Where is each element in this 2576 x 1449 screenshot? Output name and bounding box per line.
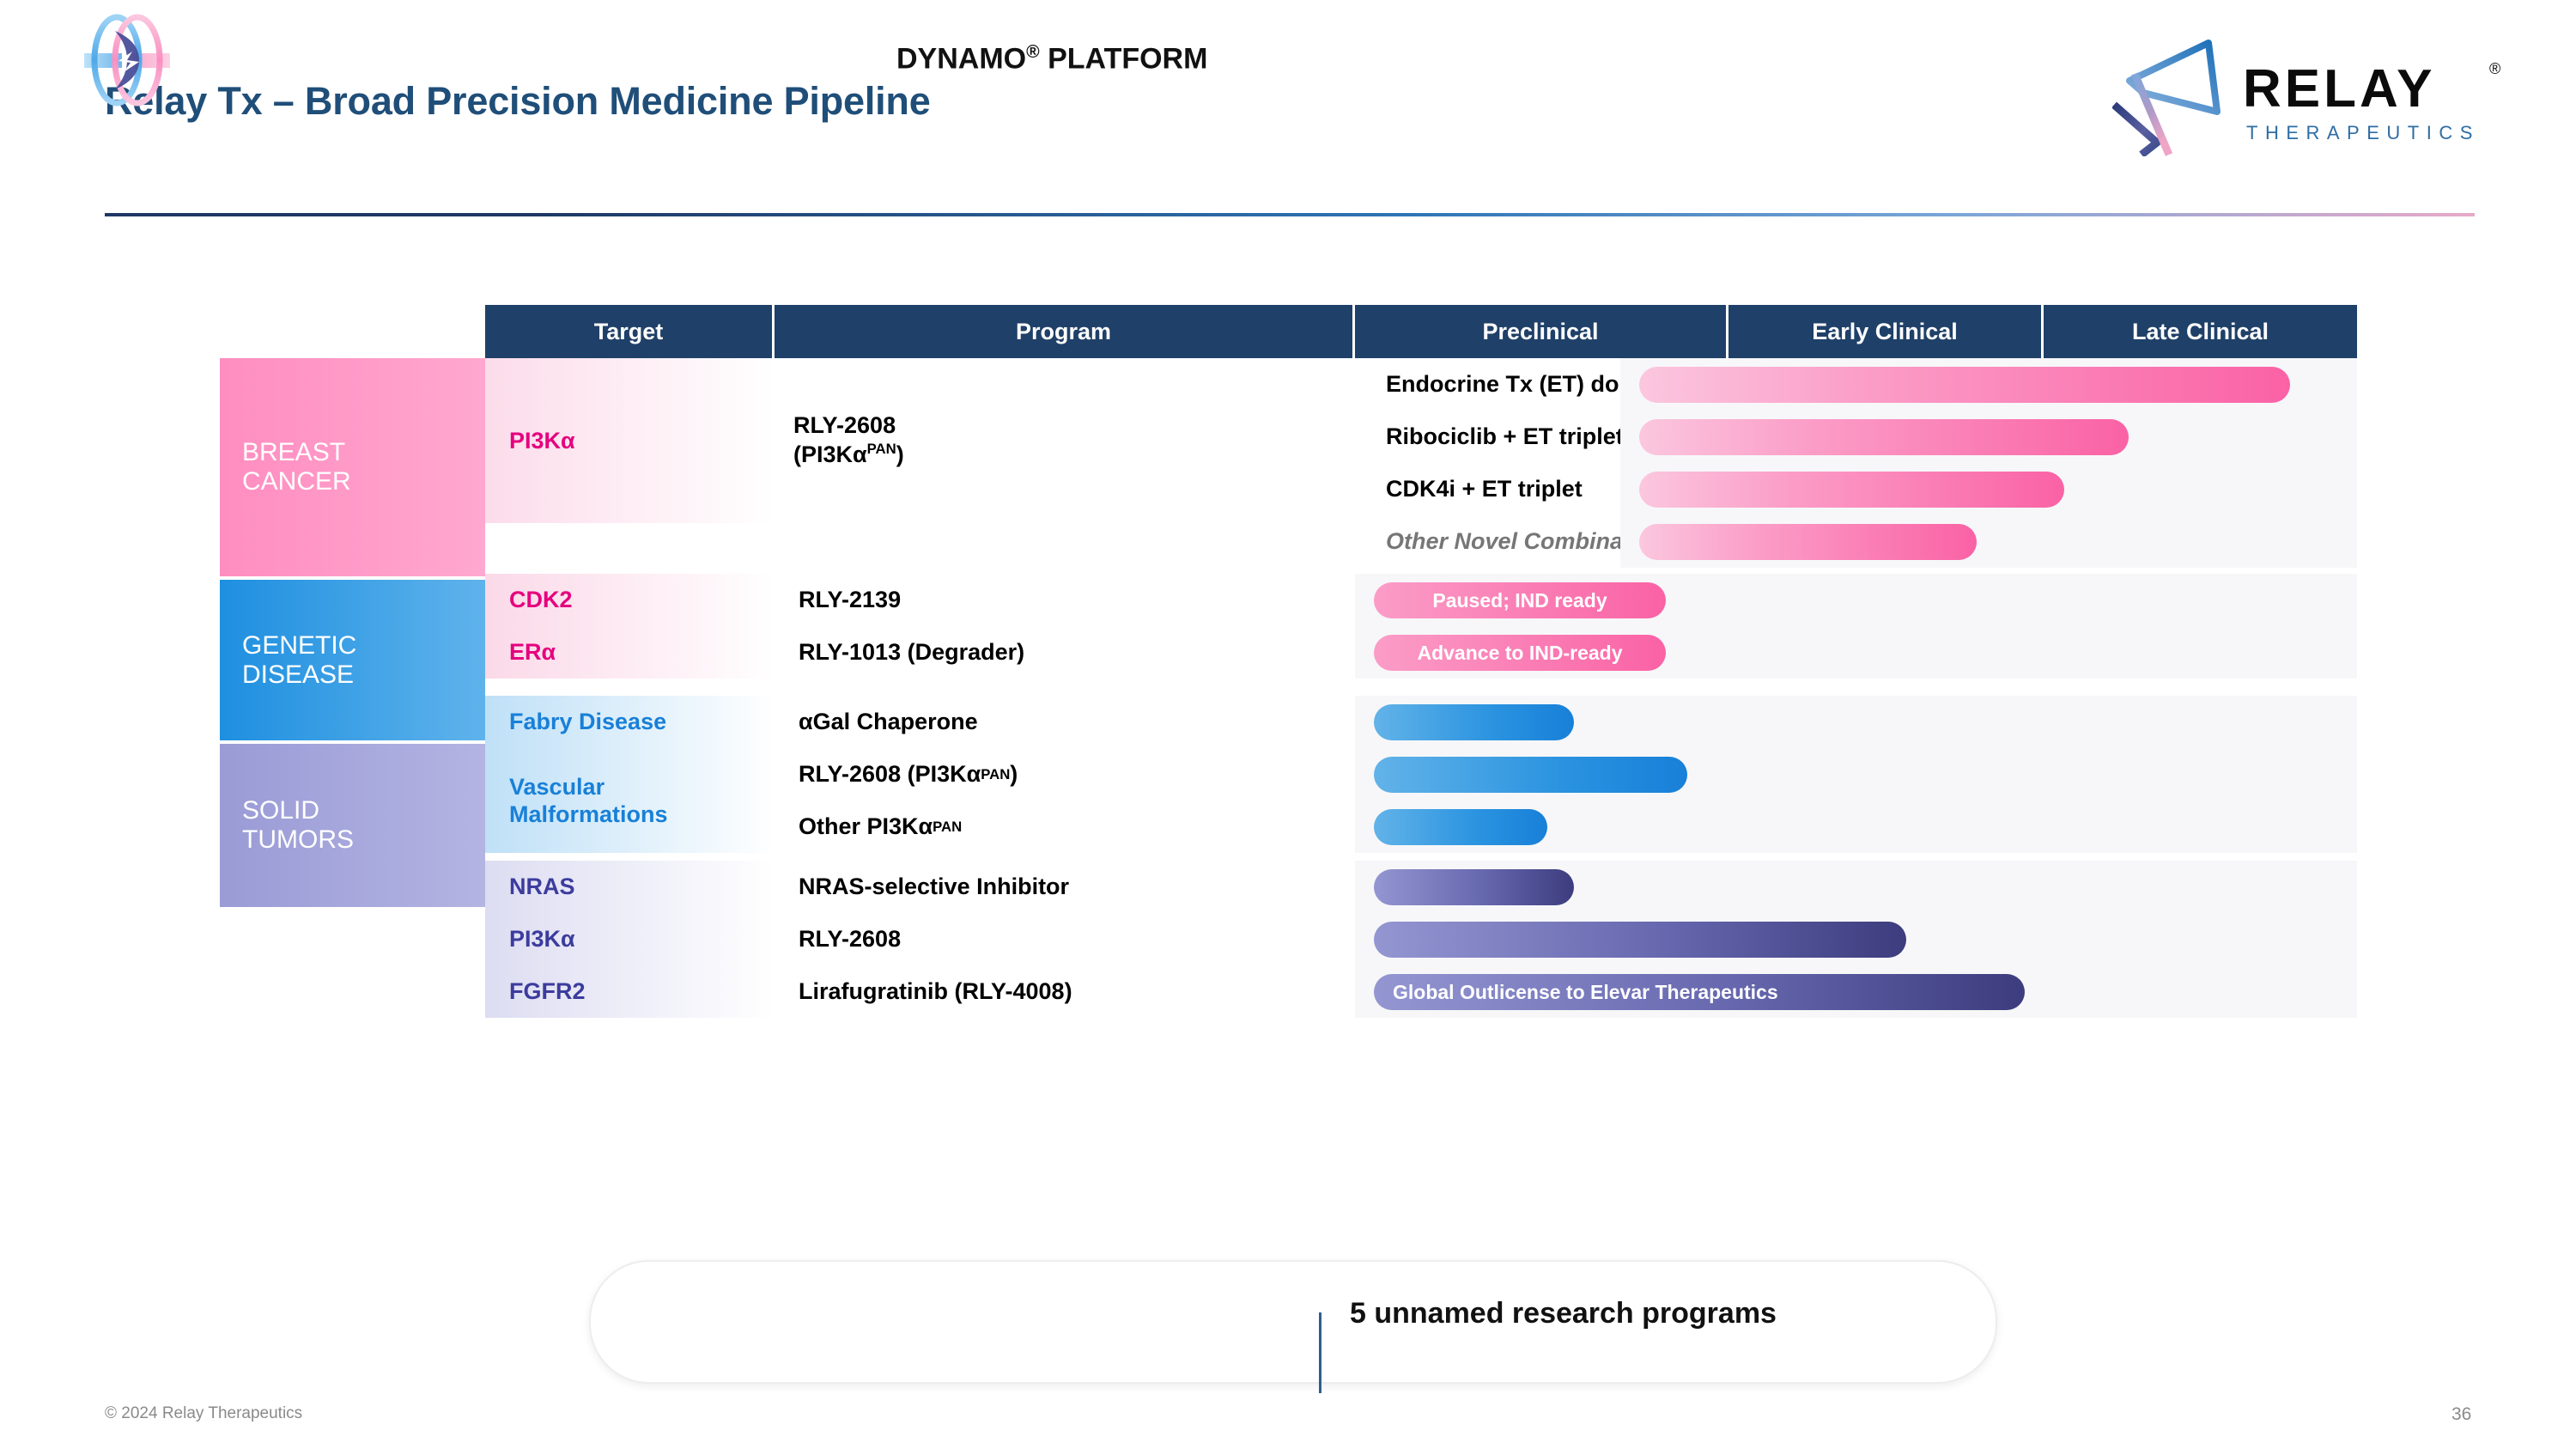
- pipeline-table: Target Program Preclinical Early Clinica…: [220, 305, 2357, 1182]
- status-badge-fgfr2: Global Outlicense to Elevar Therapeutics: [1374, 974, 2025, 1010]
- table-row-pi3ka-solid: PI3Kα RLY-2608: [485, 913, 2357, 965]
- table-header-row: Target Program Preclinical Early Clinica…: [485, 305, 2357, 358]
- bar-pi3ka-solid: [1374, 922, 1906, 958]
- bar-ribociclib-triplet: [1639, 419, 2129, 455]
- stage-track-et-doublet: [1620, 358, 2357, 411]
- stage-track-other-novel-combinations: [1620, 515, 2357, 568]
- column-header-early-clinical: Early Clinical: [1728, 305, 2044, 358]
- table-row-nras: NRAS NRAS-selective Inhibitor: [485, 861, 2357, 913]
- target-label-fabry: Fabry Disease: [485, 696, 775, 748]
- column-header-target: Target: [485, 305, 775, 358]
- table-row-cdk2: CDK2 RLY-2139 Paused; IND ready: [485, 574, 2357, 626]
- program-label-lirafugratinib: Lirafugratinib (RLY-4008): [775, 965, 1355, 1018]
- table-row-et-doublet: Endocrine Tx (ET) doublet: [485, 358, 2357, 411]
- column-header-program: Program: [775, 305, 1355, 358]
- stage-track-fgfr2: Global Outlicense to Elevar Therapeutics: [1355, 965, 2357, 1018]
- table-row-era: ERα RLY-1013 (Degrader) Advance to IND-r…: [485, 626, 2357, 679]
- program-label-agal-chaperone: αGal Chaperone: [775, 696, 1355, 748]
- bar-vascular-rly2608: [1374, 757, 1687, 793]
- dynamo-subtitle: 5 unnamed research programs: [1350, 1297, 1777, 1330]
- program-cell-rly2608-breast: RLY-2608 (PI3KαPAN): [775, 358, 1090, 523]
- target-label-cdk2: CDK2: [485, 574, 775, 626]
- bar-nras: [1374, 869, 1574, 905]
- bar-fabry: [1374, 704, 1574, 740]
- logo-svg: RELAY ® THERAPEUTICS: [2112, 40, 2500, 156]
- dynamo-platform-label: DYNAMO® PLATFORM: [896, 42, 1208, 76]
- table-row-ribociclib-triplet: Ribociclib + ET triplet: [485, 411, 2357, 463]
- superscript-pan: PAN: [933, 818, 963, 835]
- status-badge-cdk2: Paused; IND ready: [1374, 582, 1666, 618]
- target-label-era: ERα: [485, 626, 775, 679]
- program-label-era: RLY-1013 (Degrader): [775, 626, 1355, 679]
- target-label-nras: NRAS: [485, 861, 775, 913]
- column-header-late-clinical: Late Clinical: [2044, 305, 2357, 358]
- program-label-cdk2: RLY-2139: [775, 574, 1355, 626]
- bar-et-doublet: [1639, 367, 2290, 403]
- target-label-pi3ka-solid: PI3Kα: [485, 913, 775, 965]
- stage-track-era: Advance to IND-ready: [1355, 626, 2357, 679]
- target-cell-pi3ka-breast: PI3Kα: [485, 358, 775, 523]
- copyright-text: © 2024 Relay Therapeutics: [105, 1404, 303, 1422]
- table-row-cdk4i-triplet: CDK4i + ET triplet: [485, 463, 2357, 515]
- stage-track-nras: [1355, 861, 2357, 913]
- status-badge-era: Advance to IND-ready: [1374, 635, 1666, 671]
- bar-other-novel-combinations: [1639, 524, 1977, 560]
- bar-vascular-other-pi3ka: [1374, 809, 1547, 845]
- program-label-rly2608-solid: RLY-2608: [775, 913, 1355, 965]
- logo-registered-mark: ®: [2489, 60, 2500, 77]
- page-title: Relay Tx – Broad Precision Medicine Pipe…: [105, 79, 931, 123]
- stage-track-cdk2: Paused; IND ready: [1355, 574, 2357, 626]
- logo-wordmark: RELAY: [2243, 59, 2435, 119]
- column-header-preclinical: Preclinical: [1355, 305, 1728, 358]
- program-label-rly2608-breast: RLY-2608 (PI3KαPAN): [793, 412, 904, 467]
- table-row-fabry: Fabry Disease αGal Chaperone: [485, 696, 2357, 748]
- stage-track-ribociclib-triplet: [1620, 411, 2357, 463]
- superscript-pan: PAN: [866, 441, 896, 457]
- title-divider-rule: [105, 213, 2475, 216]
- table-row-fgfr2: FGFR2 Lirafugratinib (RLY-4008) Global O…: [485, 965, 2357, 1018]
- dynamo-platform-banner: [589, 1260, 1997, 1384]
- relay-therapeutics-logo: RELAY ® THERAPEUTICS: [2112, 36, 2516, 156]
- stage-track-pi3ka-solid: [1355, 913, 2357, 965]
- dynamo-vertical-divider: [1319, 1312, 1321, 1393]
- stage-track-vascular-other-pi3ka: [1355, 801, 2357, 853]
- table-row-other-novel-combinations: Other Novel Combinations: [485, 515, 2357, 568]
- dynamo-logo-icon: [79, 12, 175, 108]
- program-label-nras-inhibitor: NRAS-selective Inhibitor: [775, 861, 1355, 913]
- stage-track-cdk4i-triplet: [1620, 463, 2357, 515]
- stage-track-vascular-rly2608: [1355, 748, 2357, 801]
- superscript-pan: PAN: [981, 765, 1011, 782]
- target-label-pi3ka-breast: PI3Kα: [509, 427, 575, 454]
- registered-mark: ®: [1026, 42, 1040, 62]
- logo-tagline: THERAPEUTICS: [2246, 122, 2480, 143]
- bar-cdk4i-triplet: [1639, 472, 2064, 508]
- target-label-fgfr2: FGFR2: [485, 965, 775, 1018]
- stage-track-fabry: [1355, 696, 2357, 748]
- page-number: 36: [2451, 1404, 2472, 1424]
